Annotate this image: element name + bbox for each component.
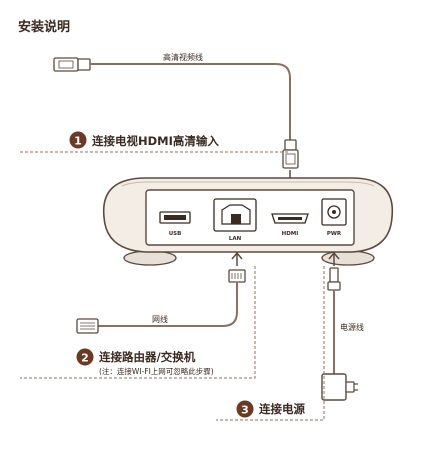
hdmi-plug-right bbox=[282, 149, 299, 169]
power-arrow bbox=[328, 251, 340, 266]
hdmi-cable-label: 高清视频线 bbox=[163, 52, 203, 62]
power-port-label: PWR bbox=[327, 231, 342, 237]
step-2-badge bbox=[76, 348, 94, 366]
step-1: 1 连接电视HDMI高清输入 bbox=[20, 131, 290, 153]
network-cable-label: 网线 bbox=[152, 314, 168, 324]
set-top-box: USB LAN HDMI PWR bbox=[102, 177, 394, 266]
hdmi-cable-line bbox=[90, 63, 291, 140]
hdmi-cable bbox=[53, 57, 299, 169]
step-2: 2 连接路由器/交换机 (注：连接WI-FI上网可忽略此步骤) bbox=[20, 266, 256, 379]
hdmi-port: HDMI bbox=[271, 213, 309, 237]
network-cable-line bbox=[98, 282, 238, 327]
lan-port-label: LAN bbox=[229, 236, 242, 242]
step-2-number: 2 bbox=[81, 352, 89, 365]
step-3-guide-line bbox=[216, 266, 325, 421]
usb-port-label: USB bbox=[169, 231, 182, 237]
step-1-number: 1 bbox=[74, 135, 82, 148]
step-3-badge bbox=[236, 400, 254, 418]
step-2-text: 连接路由器/交换机 bbox=[99, 350, 196, 364]
step-3-text: 连接电源 bbox=[259, 402, 305, 416]
power-adapter bbox=[321, 373, 347, 401]
network-cable bbox=[76, 251, 246, 334]
page-title: 安装说明 bbox=[18, 19, 70, 35]
network-plug-top bbox=[228, 269, 246, 283]
power-cable-label: 电源线 bbox=[340, 322, 364, 332]
lan-port: LAN bbox=[213, 198, 257, 242]
step-1-text: 连接电视HDMI高清输入 bbox=[92, 134, 219, 148]
hdmi-port-label: HDMI bbox=[282, 231, 299, 237]
step-2-note: (注：连接WI-FI上网可忽略此步骤) bbox=[99, 366, 214, 376]
power-port: PWR bbox=[321, 198, 347, 237]
hdmi-plug-left bbox=[53, 57, 79, 72]
step-2-guide-line bbox=[20, 266, 256, 379]
power-plug bbox=[329, 267, 339, 283]
step-1-badge bbox=[69, 131, 87, 149]
step-3: 3 连接电源 bbox=[216, 266, 325, 421]
step-3-number: 3 bbox=[241, 404, 249, 417]
power-cable bbox=[321, 251, 358, 401]
lan-arrow bbox=[231, 251, 243, 266]
usb-port: USB bbox=[159, 211, 191, 237]
